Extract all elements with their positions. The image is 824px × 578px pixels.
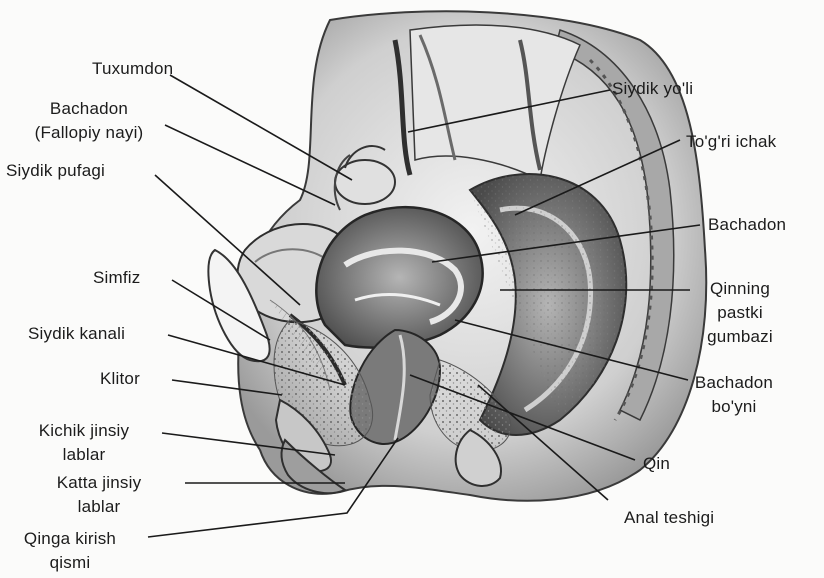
label-bachadon-boyni-line1: Bachadon: [684, 372, 784, 393]
label-kichik-jinsiy-line1: Kichik jinsiy: [4, 420, 164, 441]
label-katta-jinsiy-line1: Katta jinsiy: [14, 472, 184, 493]
label-tuxumdon: Tuxumdon: [92, 58, 173, 79]
ovary-shape: [335, 160, 395, 204]
label-siydik-pufagi: Siydik pufagi: [6, 160, 105, 181]
label-bachadon-boyni-line2: bo'yni: [684, 396, 784, 417]
label-bachadon: Bachadon: [708, 214, 786, 235]
label-qinga-kirish-line2: qismi: [0, 552, 140, 573]
label-togri-ichak: To'g'ri ichak: [686, 131, 776, 152]
label-siydik-kanali: Siydik kanali: [28, 323, 125, 344]
label-bachadon-fallopiy-line2: (Fallopiy nayi): [14, 122, 164, 143]
label-kichik-jinsiy-line2: lablar: [4, 444, 164, 465]
label-anal-teshigi: Anal teshigi: [624, 507, 714, 528]
label-qinning-line2: pastki: [690, 302, 790, 323]
label-qinning-line3: gumbazi: [690, 326, 790, 347]
label-klitor: Klitor: [100, 368, 140, 389]
label-qinga-kirish-line1: Qinga kirish: [0, 528, 140, 549]
label-siydik-yoli: Siydik yo'li: [612, 78, 693, 99]
label-bachadon-fallopiy-line1: Bachadon: [14, 98, 164, 119]
label-simfiz: Simfiz: [93, 267, 140, 288]
label-qinning-line1: Qinning: [690, 278, 790, 299]
label-katta-jinsiy-line2: lablar: [14, 496, 184, 517]
label-qin: Qin: [643, 453, 670, 474]
